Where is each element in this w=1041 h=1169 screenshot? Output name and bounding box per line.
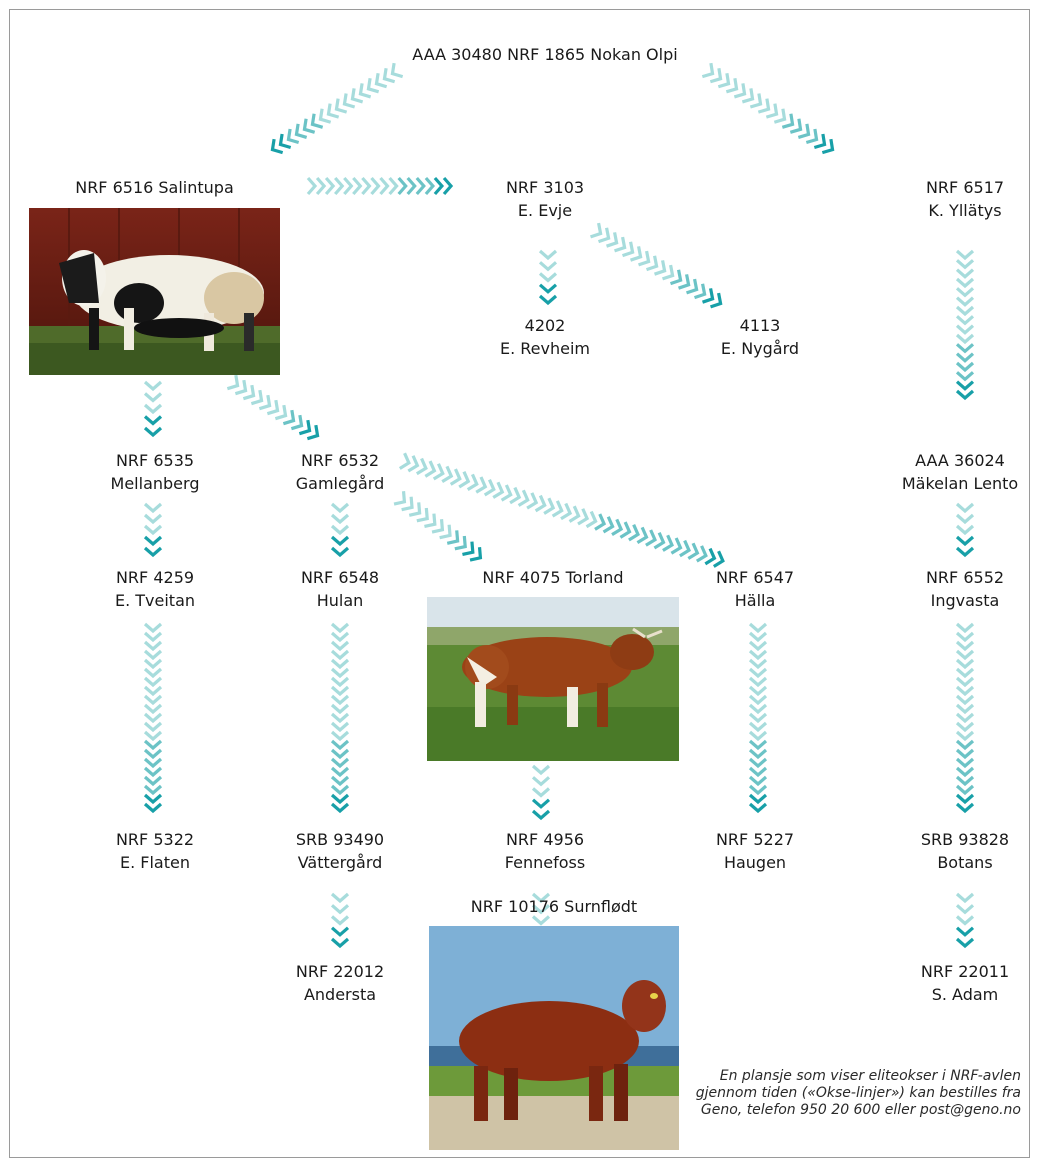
arrow-olpi-yllatys <box>700 61 836 156</box>
arrow-mellanberg-tveitan <box>145 502 161 555</box>
node-name: Haugen <box>723 853 787 872</box>
node-label: NRF 10176 Surnflødt <box>470 897 638 916</box>
node-salintupa: NRF 6516 Salintupa <box>29 176 280 199</box>
node-flaten: NRF 5322 E. Flaten <box>80 828 230 874</box>
node-id: 4202 <box>524 316 566 335</box>
node-id: NRF 6548 <box>300 568 380 587</box>
arrow-gamlegard-hulan <box>332 502 348 555</box>
node-surnflodt: NRF 10176 Surnflødt <box>429 895 679 918</box>
node-name: S. Adam <box>931 985 999 1004</box>
node-name: Mäkelan Lento <box>901 474 1019 493</box>
torland-photo <box>427 597 679 761</box>
node-id: NRF 4259 <box>115 568 195 587</box>
node-label: NRF 6516 Salintupa <box>75 178 234 197</box>
caption-note: En plansje som viser eliteokser i NRF-av… <box>695 1068 1021 1118</box>
node-botans: SRB 93828 Botans <box>890 828 1040 874</box>
arrow-lento-ingvasta <box>957 502 973 555</box>
node-label: AAA 30480 NRF 1865 Nokan Olpi <box>412 45 678 64</box>
arrow-botans-adam <box>957 892 973 946</box>
node-id: NRF 3103 <box>505 178 585 197</box>
node-name: E. Flaten <box>120 853 190 872</box>
node-nokan-olpi: AAA 30480 NRF 1865 Nokan Olpi <box>380 43 710 66</box>
node-lento: AAA 36024 Mäkelan Lento <box>880 449 1040 495</box>
node-id: NRF 4956 <box>505 830 585 849</box>
node-id: SRB 93490 <box>295 830 385 849</box>
arrow-gamlegard-halla <box>398 451 725 568</box>
node-tveitan: NRF 4259 E. Tveitan <box>80 566 230 612</box>
node-name: Hulan <box>316 591 364 610</box>
node-id: NRF 6547 <box>715 568 795 587</box>
node-id: AAA 36024 <box>915 451 1005 470</box>
arrow-gamlegard-torland <box>392 489 485 564</box>
node-yllatys: NRF 6517 K. Yllätys <box>890 176 1040 222</box>
node-revheim: 4202 E. Revheim <box>475 314 615 360</box>
node-id: NRF 5227 <box>715 830 795 849</box>
node-id: 4113 <box>739 316 781 335</box>
node-name: E. Tveitan <box>114 591 196 610</box>
surnflodt-photo <box>429 926 679 1150</box>
node-ingvasta: NRF 6552 Ingvasta <box>890 566 1040 612</box>
arrow-vattergard-andersta <box>332 892 348 946</box>
node-id: NRF 6532 <box>300 451 380 470</box>
arrow-halla-haugen <box>750 622 766 811</box>
node-gamlegard: NRF 6532 Gamlegård <box>265 449 415 495</box>
node-name: E. Evje <box>517 201 573 220</box>
node-id: SRB 93828 <box>920 830 1010 849</box>
node-torland: NRF 4075 Torland <box>427 566 679 589</box>
node-name: Ingvasta <box>930 591 1000 610</box>
node-id: NRF 6535 <box>115 451 195 470</box>
node-name: Hälla <box>734 591 776 610</box>
node-vattergard: SRB 93490 Vättergård <box>265 828 415 874</box>
arrow-salintupa-gamlegard <box>225 373 321 442</box>
node-name: Fennefoss <box>504 853 586 872</box>
arrow-salintupa-mellanberg <box>145 380 161 435</box>
arrow-ingvasta-botans <box>957 622 973 811</box>
node-fennefoss: NRF 4956 Fennefoss <box>470 828 620 874</box>
diagram-frame <box>9 9 1030 1158</box>
node-name: Botans <box>937 853 993 872</box>
node-haugen: NRF 5227 Haugen <box>680 828 830 874</box>
arrow-tveitan-flaten <box>145 622 161 811</box>
node-hulan: NRF 6548 Hulan <box>265 566 415 612</box>
node-name: K. Yllätys <box>928 201 1002 220</box>
arrow-evje-revheim <box>540 249 556 303</box>
salintupa-photo <box>29 208 280 375</box>
node-id: NRF 22012 <box>295 962 385 981</box>
node-name: E. Revheim <box>499 339 590 358</box>
node-id: NRF 5322 <box>115 830 195 849</box>
node-name: E. Nygård <box>720 339 800 358</box>
node-halla: NRF 6547 Hälla <box>680 566 830 612</box>
node-adam: NRF 22011 S. Adam <box>890 960 1040 1006</box>
arrow-hulan-vattergard <box>332 622 348 811</box>
node-name: Andersta <box>303 985 377 1004</box>
node-id: NRF 6552 <box>925 568 1005 587</box>
arrow-olpi-salintupa <box>268 61 405 156</box>
node-label: NRF 4075 Torland <box>482 568 624 587</box>
arrow-salintupa-evje <box>306 178 451 194</box>
node-andersta: NRF 22012 Andersta <box>265 960 415 1006</box>
node-name: Vättergård <box>297 853 383 872</box>
arrow-evje-nygard <box>588 221 725 310</box>
node-id: NRF 22011 <box>920 962 1010 981</box>
node-name: Gamlegård <box>295 474 385 493</box>
node-id: NRF 6517 <box>925 178 1005 197</box>
arrow-torland-fennefoss <box>533 764 549 818</box>
node-nygard: 4113 E. Nygård <box>690 314 830 360</box>
node-mellanberg: NRF 6535 Mellanberg <box>80 449 230 495</box>
node-evje: NRF 3103 E. Evje <box>470 176 620 222</box>
arrow-yllatys-lento <box>957 249 973 398</box>
node-name: Mellanberg <box>110 474 200 493</box>
